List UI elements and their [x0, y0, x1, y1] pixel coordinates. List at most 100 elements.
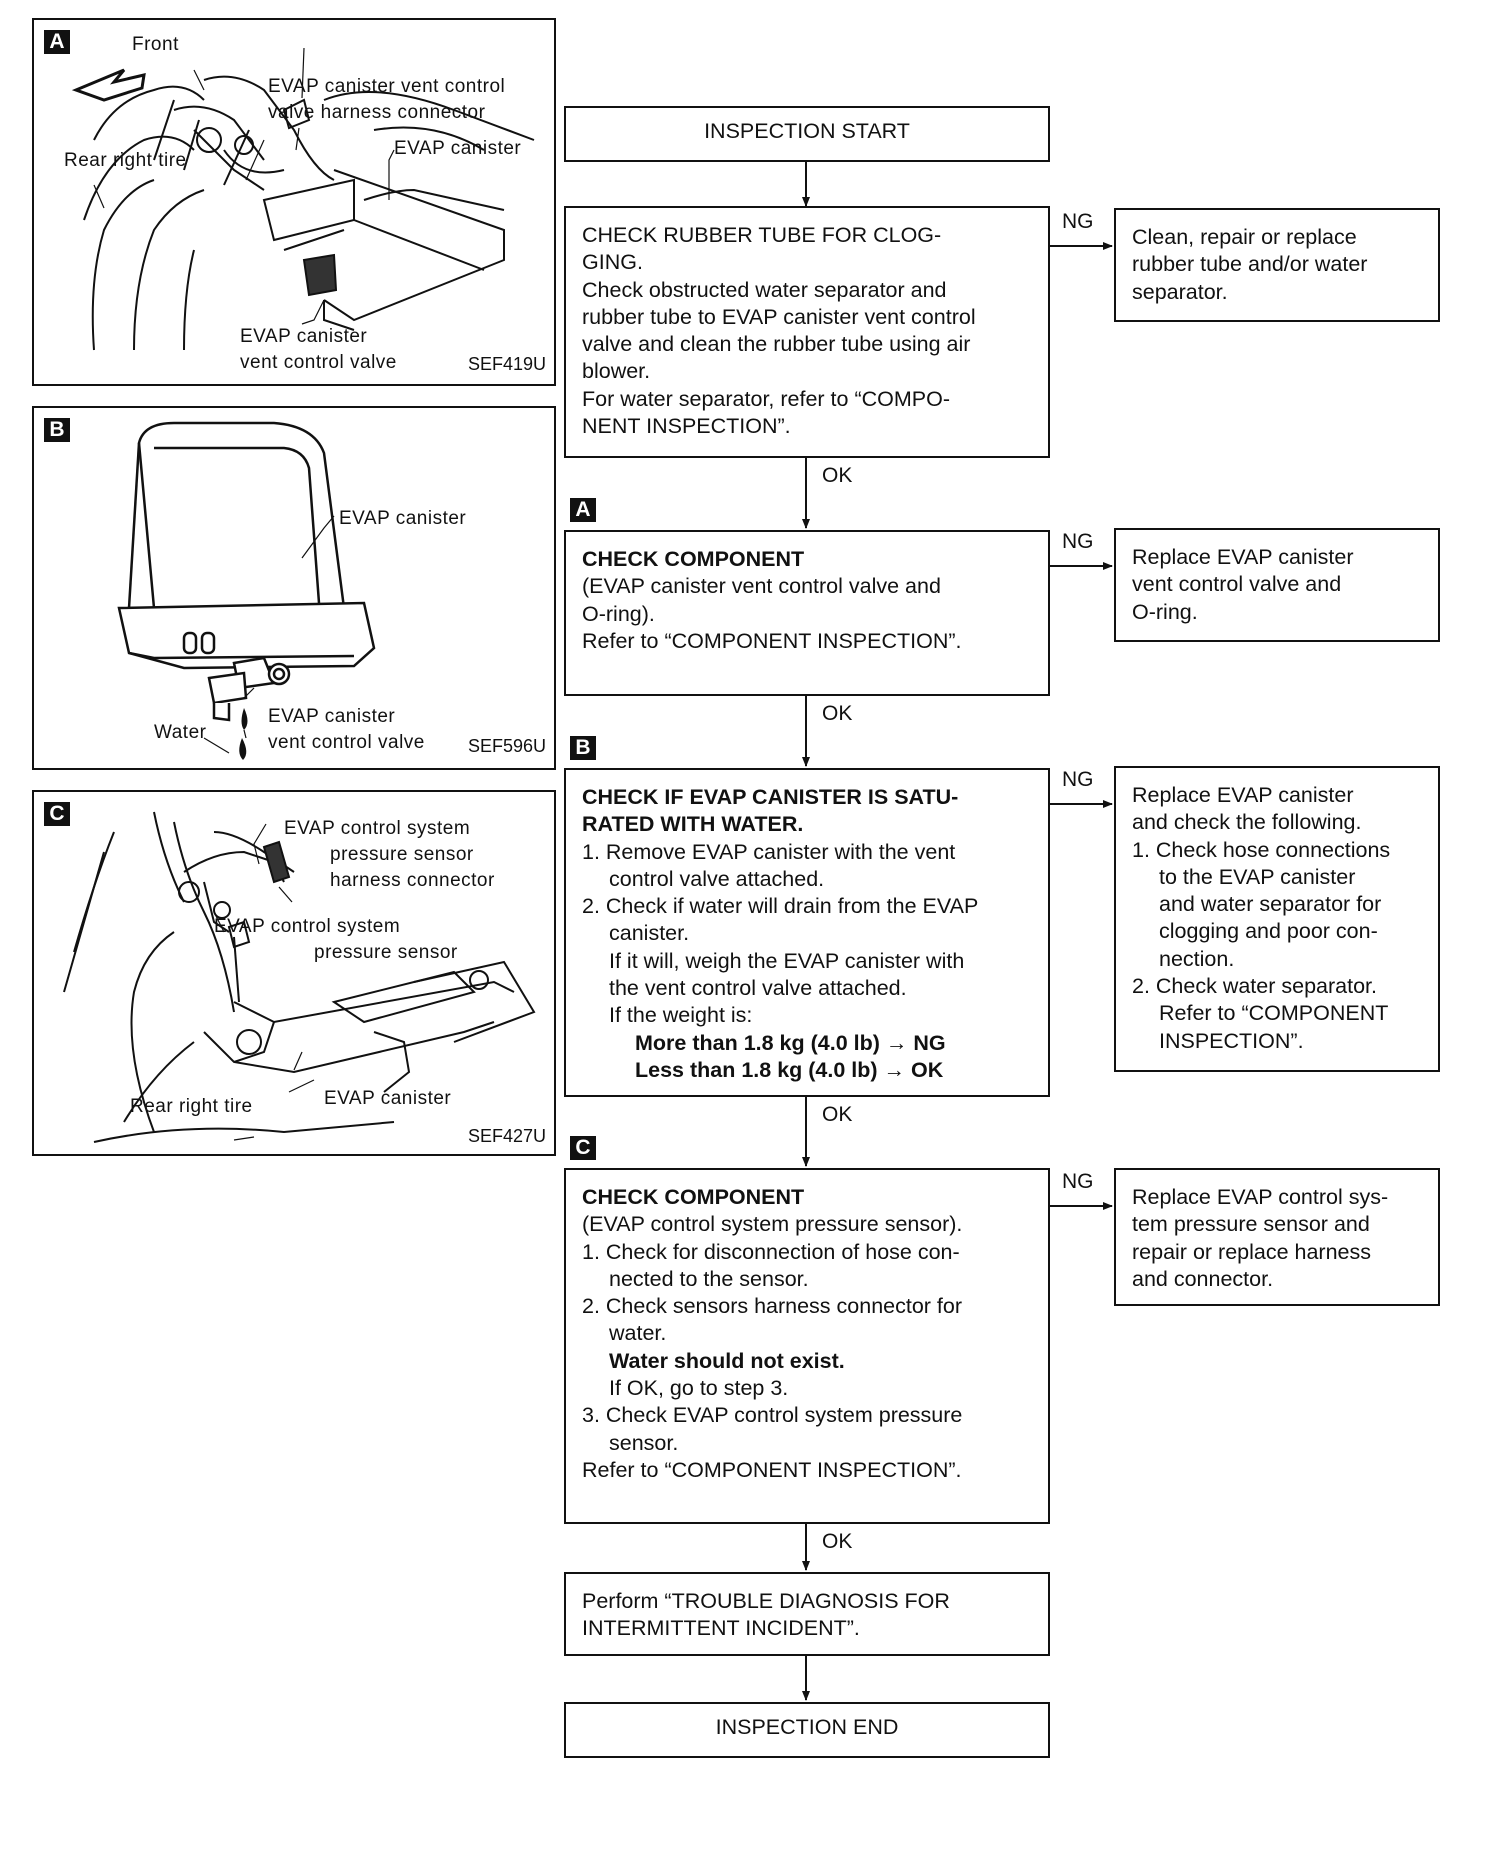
step1-ng-line: Clean, repair or replace [1132, 225, 1357, 249]
step4-ng-line: Replace EVAP control sys- [1132, 1185, 1389, 1209]
step2-ng-action: Replace EVAP canister vent control valve… [1114, 528, 1440, 642]
step2-check-component: CHECK COMPONENT (EVAP canister vent cont… [564, 530, 1050, 696]
step3-tag: B [570, 736, 596, 760]
illustration-a-drawing [71, 47, 535, 351]
label-vent-valve-1: EVAP canister [240, 326, 368, 347]
step4-ng-label: NG [1062, 1170, 1094, 1193]
step2-ng-label: NG [1062, 530, 1094, 553]
step1-ng-label: NG [1062, 210, 1094, 233]
step3-ng-line: 2. Check water separator. [1132, 974, 1377, 999]
step4-ng-line: and connector. [1132, 1266, 1274, 1291]
step4-line: water. [609, 1321, 667, 1346]
inspection-start-box: INSPECTION START [564, 106, 1050, 162]
step3-ok-label: OK [822, 1103, 853, 1126]
label-vent-valve-b-1: EVAP canister [268, 706, 396, 727]
step4-line: nected to the sensor. [609, 1266, 809, 1291]
step1-ng-action: Clean, repair or replace rubber tube and… [1114, 208, 1440, 322]
step4-ng-line: tem pressure sensor and [1132, 1212, 1370, 1237]
step4-line: Refer to “COMPONENT INSPECTION”. [582, 1457, 962, 1482]
label-front: Front [132, 34, 179, 55]
label-vent-valve-connector-2: valve harness connector [268, 102, 486, 123]
figure-code-a: SEF419U [468, 354, 547, 374]
step3-ng-line: and water separator for [1159, 892, 1382, 917]
step3-ng-line: clogging and poor con- [1159, 919, 1378, 944]
step2-ng-line: O-ring. [1132, 599, 1198, 624]
step4-line: 3. Check EVAP control system pressure [582, 1403, 963, 1428]
step1-line: CHECK RUBBER TUBE FOR CLOG- [582, 223, 942, 247]
step2-tag: A [570, 498, 596, 522]
step4-line: (EVAP control system pressure sensor). [582, 1212, 963, 1237]
step4-ng-line: repair or replace harness [1132, 1239, 1372, 1264]
step3-line: If it will, weigh the EVAP canister with [609, 948, 965, 973]
step2-line: O-ring). [582, 601, 655, 626]
step2-line: (EVAP canister vent control valve and [582, 574, 941, 599]
step4-ok-label: OK [822, 1530, 853, 1553]
step1-line: rubber tube to EVAP canister vent contro… [582, 304, 976, 329]
illustration-tag-a: A [44, 30, 70, 54]
step3-ng-line: Refer to “COMPONENT [1159, 1001, 1389, 1026]
illustration-panel-a: A [32, 18, 556, 386]
step4-title: CHECK COMPONENT [582, 1185, 805, 1209]
step3-condition-ok: Less than 1.8 kg (4.0 lb) → OK [635, 1057, 944, 1082]
step1-ng-line: separator. [1132, 279, 1228, 304]
step4-check-component: CHECK COMPONENT (EVAP control system pre… [564, 1168, 1050, 1524]
label-vent-valve-connector-1: EVAP canister vent control [268, 76, 506, 97]
label-rear-right-tire-c: Rear right tire [130, 1096, 253, 1117]
step1-line: For water separator, refer to “COMPO- [582, 386, 950, 411]
step3-line: control valve attached. [609, 866, 825, 891]
step3-line: If the weight is: [609, 1003, 753, 1028]
label-sensor-connector-3: harness connector [330, 870, 495, 891]
illustration-panel-b: B EVAP canister EVAP canister ve [32, 406, 556, 770]
step3-title: CHECK IF EVAP CANISTER IS SATU- [582, 785, 959, 809]
label-sensor-connector-2: pressure sensor [330, 844, 474, 865]
step2-ng-line: vent control valve and [1132, 572, 1342, 597]
label-evap-canister-c: EVAP canister [324, 1088, 452, 1109]
illustration-panel-c: C [32, 790, 556, 1156]
step5-line: INTERMITTENT INCIDENT”. [582, 1616, 860, 1641]
figure-code-c: SEF427U [468, 1126, 547, 1146]
step4-line: 1. Check for disconnection of hose con- [582, 1239, 960, 1264]
label-evap-canister-b: EVAP canister [339, 508, 467, 529]
step3-line: 2. Check if water will drain from the EV… [582, 894, 979, 919]
step3-ng-line: 1. Check hose connections [1132, 837, 1391, 862]
step2-ok-label: OK [822, 702, 853, 725]
step1-line: NENT INSPECTION”. [582, 414, 791, 439]
step3-condition-ng: More than 1.8 kg (4.0 lb) → NG [635, 1030, 946, 1055]
step3-line: 1. Remove EVAP canister with the vent [582, 839, 956, 864]
step3-ng-line: and check the following. [1132, 810, 1362, 835]
label-sensor-1: EVAP control system [214, 916, 401, 937]
step5-trouble-diagnosis: Perform “TROUBLE DIAGNOSIS FOR INTERMITT… [564, 1572, 1050, 1656]
step1-line: GING. [582, 250, 643, 275]
step2-title: CHECK COMPONENT [582, 547, 805, 571]
step1-line: valve and clean the rubber tube using ai… [582, 332, 971, 357]
step5-line: Perform “TROUBLE DIAGNOSIS FOR [582, 1589, 950, 1613]
step4-line: sensor. [609, 1430, 679, 1455]
label-vent-valve-b-2: vent control valve [268, 732, 425, 753]
figure-code-b: SEF596U [468, 736, 547, 756]
label-evap-canister: EVAP canister [394, 138, 522, 159]
step1-check-rubber-tube: CHECK RUBBER TUBE FOR CLOG- GING. Check … [564, 206, 1050, 458]
step3-line: the vent control valve attached. [609, 976, 907, 1001]
step1-line: Check obstructed water separator and [582, 277, 947, 302]
illustration-tag-c: C [44, 802, 70, 826]
inspection-end-box: INSPECTION END [564, 1702, 1050, 1758]
step3-check-saturated: CHECK IF EVAP CANISTER IS SATU- RATED WI… [564, 768, 1050, 1097]
label-sensor-connector-1: EVAP control system [284, 818, 471, 839]
label-sensor-2: pressure sensor [314, 942, 458, 963]
label-rear-right-tire: Rear right tire [64, 150, 187, 171]
step3-ng-line: nection. [1159, 946, 1235, 971]
step4-line: 2. Check sensors harness connector for [582, 1294, 963, 1319]
step4-line-bold: Water should not exist. [609, 1348, 845, 1373]
illustration-c-drawing [63, 811, 536, 1143]
illustration-tag-b: B [44, 418, 70, 442]
step3-ng-action: Replace EVAP canister and check the foll… [1114, 766, 1440, 1072]
step4-tag: C [570, 1136, 596, 1160]
step3-title: RATED WITH WATER. [582, 812, 804, 837]
step1-ok-label: OK [822, 464, 853, 487]
step3-ng-label: NG [1062, 768, 1094, 791]
label-vent-valve-2: vent control valve [240, 352, 397, 373]
step1-line: blower. [582, 359, 651, 384]
step3-ng-line: to the EVAP canister [1159, 864, 1356, 889]
step4-ng-action: Replace EVAP control sys- tem pressure s… [1114, 1168, 1440, 1306]
